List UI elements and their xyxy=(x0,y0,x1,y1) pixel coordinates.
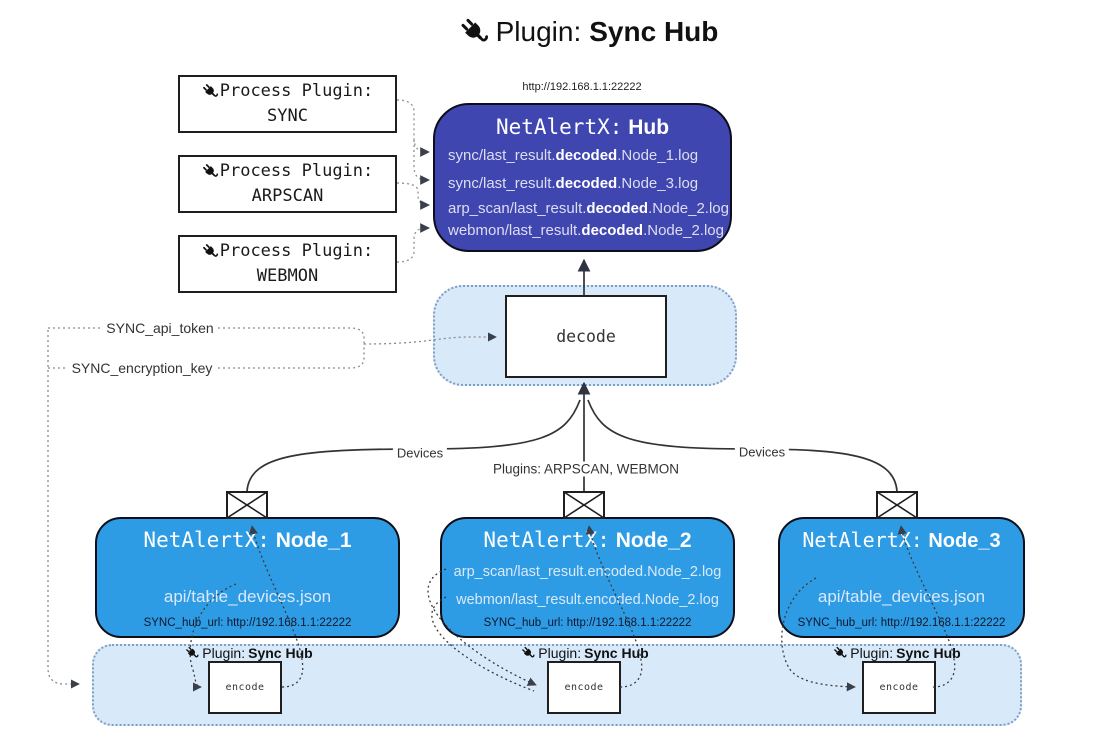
envelope-icon xyxy=(563,491,605,519)
node-file: webmon/last_result.encoded.Node_2.log xyxy=(456,592,719,608)
node-1: NetAlertX: Node_1 api/table_devices.json… xyxy=(95,517,400,638)
decode-label: decode xyxy=(556,327,616,346)
edge-label-devices-right: Devices xyxy=(734,444,790,460)
node-title: NetAlertX: Node_3 xyxy=(802,528,1001,552)
plug-icon xyxy=(202,163,219,180)
hub-title-name: Hub xyxy=(628,116,670,139)
encode-box-3: encode xyxy=(862,661,936,714)
node-file: arp_scan/last_result.encoded.Node_2.log xyxy=(453,564,722,580)
node-hub-url: SYNC_hub_url: http://192.168.1.1:22222 xyxy=(483,617,692,629)
sync-encryption-key-label: SYNC_encryption_key xyxy=(67,360,217,376)
process-plugin-name: WEBMON xyxy=(256,266,319,286)
node-file: api/table_devices.json xyxy=(163,587,332,606)
hub-url-label: http://192.168.1.1:22222 xyxy=(522,81,642,93)
node-hub-url: SYNC_hub_url: http://192.168.1.1:22222 xyxy=(797,617,1006,629)
sync-api-token-label: SYNC_api_token xyxy=(102,320,218,336)
plug-icon xyxy=(185,646,199,660)
decode-box: decode xyxy=(505,295,667,378)
page-title-prefix: Plugin: xyxy=(495,16,582,47)
node-3: NetAlertX: Node_3 api/table_devices.json… xyxy=(778,517,1025,638)
hub-log-line: webmon/last_result.decoded.Node_2.log xyxy=(448,222,724,239)
edge-label-plugins: Plugins: ARPSCAN, WEBMON xyxy=(488,461,684,477)
plug-icon xyxy=(202,83,219,100)
plug-icon xyxy=(460,17,490,47)
page-title: Plugin: Sync Hub xyxy=(460,16,719,48)
process-plugin-name: ARPSCAN xyxy=(251,186,324,206)
node-hub-url: SYNC_hub_url: http://192.168.1.1:22222 xyxy=(143,617,352,629)
hub-log-line: sync/last_result.decoded.Node_3.log xyxy=(448,175,699,192)
node-2: NetAlertX: Node_2 arp_scan/last_result.e… xyxy=(440,517,735,638)
process-plugin-label: Process Plugin: xyxy=(219,81,374,102)
process-plugin-sync: Process Plugin: SYNC xyxy=(178,75,397,133)
envelope-icon xyxy=(876,491,918,519)
encode-box-1: encode xyxy=(208,661,282,714)
hub-log-line: sync/last_result.decoded.Node_1.log xyxy=(448,147,699,164)
process-plugin-name: SYNC xyxy=(267,106,308,126)
process-plugin-label: Process Plugin: xyxy=(219,161,374,182)
plug-icon xyxy=(833,646,847,660)
plugin-to-hub-edges xyxy=(396,99,430,263)
band-plugin-label-1: Plugin:Sync Hub xyxy=(185,645,313,661)
hub-node: NetAlertX: Hub sync/last_result.decoded.… xyxy=(433,103,732,252)
process-plugin-arpscan: Process Plugin: ARPSCAN xyxy=(178,155,397,213)
hub-log-line: arp_scan/last_result.decoded.Node_2.log xyxy=(448,200,729,217)
band-plugin-label-2: Plugin:Sync Hub xyxy=(521,645,649,661)
plug-icon xyxy=(521,646,535,660)
hub-title: NetAlertX: Hub xyxy=(435,115,730,140)
page-title-name: Sync Hub xyxy=(589,16,719,47)
hub-title-prefix: NetAlertX: xyxy=(495,115,623,139)
node-file: api/table_devices.json xyxy=(817,587,986,606)
node-title: NetAlertX: Node_1 xyxy=(143,528,352,552)
band-plugin-label-3: Plugin:Sync Hub xyxy=(833,645,961,661)
process-plugin-webmon: Process Plugin: WEBMON xyxy=(178,235,397,293)
process-plugin-label: Process Plugin: xyxy=(219,241,374,262)
encode-box-2: encode xyxy=(547,661,621,714)
node-title: NetAlertX: Node_2 xyxy=(483,528,692,552)
edge-label-devices-left: Devices xyxy=(392,445,448,461)
plug-icon xyxy=(202,243,219,260)
envelope-icon xyxy=(226,491,268,519)
